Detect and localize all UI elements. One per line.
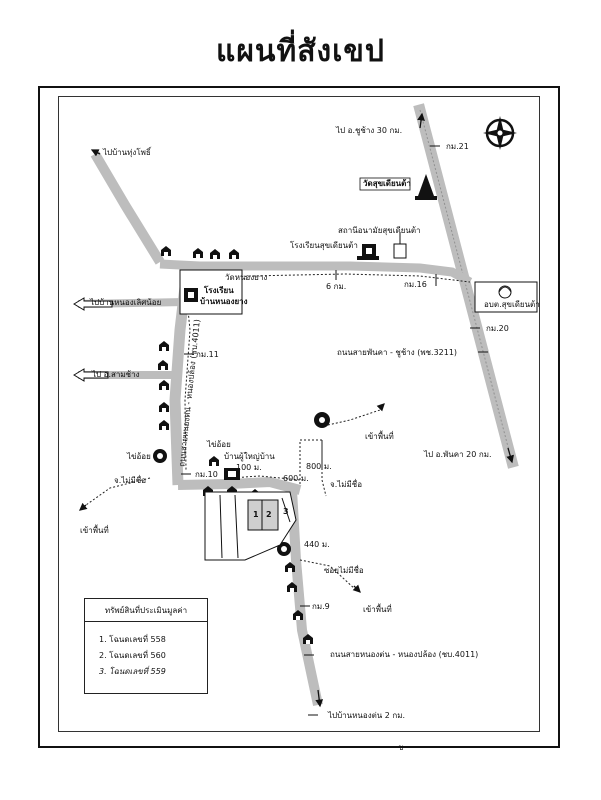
arrow-icon — [73, 297, 113, 382]
village-head-house-window — [228, 471, 236, 477]
label-no-name-2: จ.ไม่มีชื่อ — [330, 480, 363, 489]
label-wat-sukdeetham: วัดสุขเดียนต้า — [363, 179, 411, 188]
label-dist-800m: 800 ม. — [306, 462, 332, 471]
road-horizontal — [159, 259, 473, 286]
label-to-left-1: ไปบ้านหนองเลิศน้อย — [90, 298, 162, 307]
label-no-name-1: จ.ไม่มีชื่อ — [114, 476, 147, 485]
sao-emblem-icon — [498, 285, 512, 299]
label-dist-600m: 600 ม. — [283, 474, 309, 483]
legend-item: 1. โฉนดเลขที่ 558 — [99, 635, 166, 644]
label-khoi-1: ไข่อ้อย — [127, 452, 151, 461]
label-km11: กม.11 — [196, 350, 219, 359]
label-school-sukdeetham: โรงเรียนสุขเดียนต้า — [290, 241, 358, 250]
label-sao: อบต.สุขเดียนต้า — [484, 300, 540, 309]
label-km16: กม.16 — [404, 280, 427, 289]
road-thung-pho — [90, 151, 165, 265]
label-school-nong-yang-1: โรงเรียน — [204, 286, 234, 295]
label-khoi-2: ไข่อ้อย — [207, 440, 231, 449]
label-village-head: บ้านผู้ใหญ่บ้าน — [224, 452, 275, 461]
label-to-field-3: เข้าพื้นที่ — [363, 605, 392, 614]
map-inner-frame — [58, 96, 540, 732]
km-markers — [181, 145, 488, 716]
label-no-name-3: ซอยไม่มีชื่อ — [324, 566, 364, 575]
label-km20: กม.20 — [486, 324, 509, 333]
label-to-ban-nong-ton: ไปบ้านหนองต่น 2 กม. — [328, 711, 406, 720]
temple-icon — [415, 174, 437, 200]
label-to-ban-thung-pho: ไปบ้านทุ่งโพธิ์ — [103, 148, 151, 157]
arrow-icon — [79, 112, 514, 708]
school-icon — [357, 232, 407, 260]
plot-number-1: 1 — [253, 510, 259, 519]
label-dist-440m: 440 ม. — [304, 540, 330, 549]
plot-number-2: 2 — [266, 510, 272, 519]
label-road-phan-kha: ถนนสายพันคา - ชูช้าง (พช.3211) — [337, 348, 458, 357]
label-km9: กม.9 — [312, 602, 330, 611]
circle-marker-icon — [153, 412, 330, 556]
legend-box: ทรัพย์สินที่ประเมินมูลค่า 1. โฉนดเลขที่ … — [84, 598, 208, 694]
compass-icon — [483, 116, 517, 150]
label-road-bottom: ถนนสายหนองต่น - หนองปล้อง (ชบ.4011) — [330, 650, 479, 659]
label-to-field-1: เข้าพื้นที่ — [365, 432, 394, 441]
label-school-nong-yang-2: บ้านหนองยาง — [200, 297, 248, 306]
school-icon — [184, 288, 198, 302]
label-dist-6km: 6 กม. — [326, 282, 347, 291]
plots-area — [204, 491, 297, 561]
map-frame — [38, 86, 560, 748]
road-bottom-horizontal — [177, 476, 302, 495]
label-health-station: สถานีอนามัยสุขเดียนต้า — [338, 226, 421, 235]
label-dist-100m: 100 ม. — [236, 463, 262, 472]
legend-item: 2. โฉนดเลขที่ 560 — [99, 651, 166, 660]
road-lower-vertical — [287, 489, 323, 707]
plot-number-3: 3 — [283, 507, 289, 516]
label-to-chu-chang: ไป อ.ชูช้าง 30 กม. — [336, 126, 403, 135]
temple-label-box — [359, 177, 411, 191]
label-to-phan-kha: ไป อ.พันคา 20 กม. — [424, 450, 492, 459]
label-km10: กม.10 — [195, 470, 218, 479]
page-title: แผนที่สังเขป — [216, 34, 385, 69]
label-km21: กม.21 — [446, 142, 469, 151]
label-wat-nong-yang: วัดหนองยาง — [225, 273, 268, 282]
legend-item: 3. โฉนดเลขที่ 559 — [99, 667, 166, 676]
label-to-field-2: เข้าพื้นที่ — [80, 526, 109, 535]
bottom-mark: ข — [398, 743, 404, 752]
label-to-sam-chang: ไป อ.สามช้าง — [92, 370, 140, 379]
road-phan-kha — [413, 103, 519, 469]
legend-heading: ทรัพย์สินที่ประเมินมูลค่า — [85, 599, 207, 622]
